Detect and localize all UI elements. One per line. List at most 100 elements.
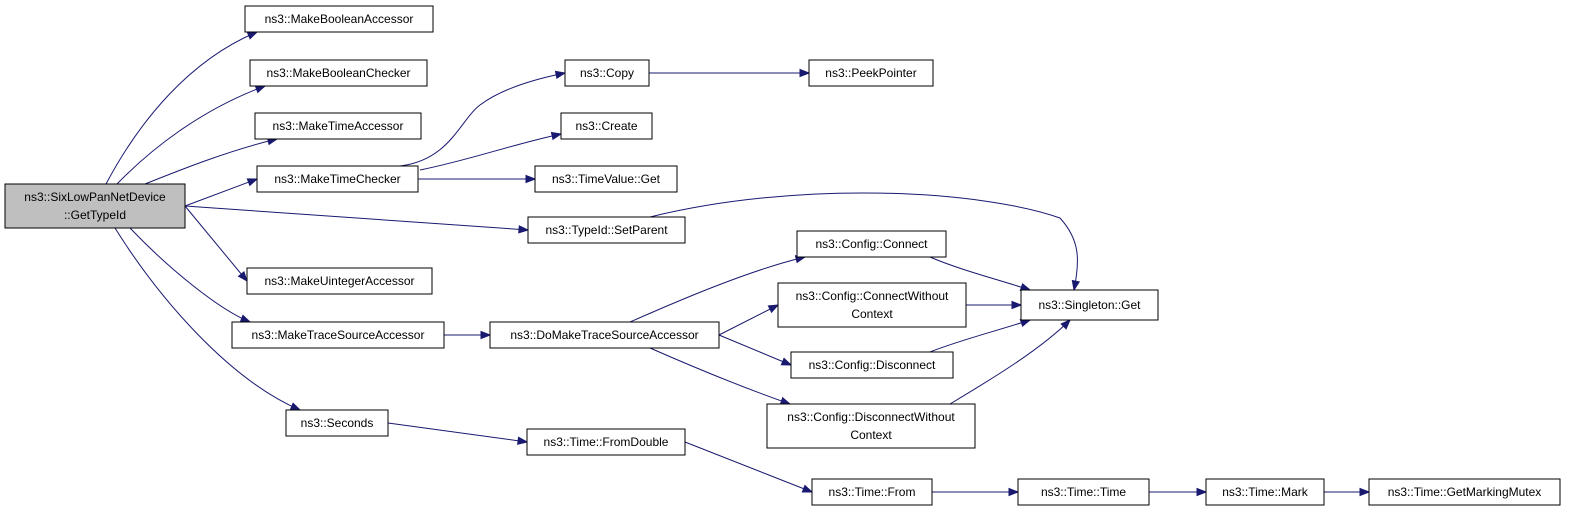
- node-box: [777, 282, 967, 328]
- arrow-root-to-make_boolean_checker: [254, 85, 267, 94]
- arrow-time_from-to-time_time: [1008, 487, 1020, 497]
- arrow-typeid_set_parent-to-singleton_get: [1071, 279, 1081, 292]
- arrow-copy-to-peek_pointer: [799, 68, 811, 78]
- node-label: ns3::Time::FromDouble: [544, 435, 669, 449]
- node-make-boolean-accessor[interactable]: ns3::MakeBooleanAccessor: [244, 5, 434, 33]
- node-label: ns3::DoMakeTraceSourceAccessor: [510, 328, 698, 342]
- node-do-make-trace-source-accessor[interactable]: ns3::DoMakeTraceSourceAccessor: [489, 321, 720, 349]
- node-make-time-checker[interactable]: ns3::MakeTimeChecker: [256, 165, 419, 193]
- node-time-value-get[interactable]: ns3::TimeValue::Get: [534, 165, 678, 193]
- arrow-time_mark-to-time_get_marking_mutex: [1359, 487, 1371, 497]
- node-box: [534, 165, 678, 193]
- node-box: [1020, 289, 1159, 321]
- arrow-make_time_checker-to-copy: [554, 70, 567, 80]
- node-peek-pointer[interactable]: ns3::PeekPointer: [808, 59, 934, 87]
- node-label: ns3::MakeBooleanAccessor: [265, 12, 414, 26]
- edge-do_make_trace_source_accessor-to-config_connect_without_context: [718, 304, 779, 336]
- node-make-trace-source-accessor[interactable]: ns3::MakeTraceSourceAccessor: [231, 321, 445, 349]
- node-label: ns3::Time::GetMarkingMutex: [1388, 485, 1542, 499]
- node-root: ns3::SixLowPanNetDevice::GetTypeId: [4, 183, 186, 229]
- edge-config_disconnect-to-singleton_get: [929, 319, 1031, 353]
- node-copy[interactable]: ns3::Copy: [564, 59, 650, 87]
- node-label: Context: [850, 428, 892, 442]
- node-box: [808, 59, 934, 87]
- node-time-from[interactable]: ns3::Time::From: [811, 478, 933, 506]
- node-config-disconnect[interactable]: ns3::Config::Disconnect: [790, 351, 954, 379]
- node-box: [527, 216, 686, 244]
- edge-make_time_checker-to-create: [419, 133, 562, 171]
- arrow-config_disconnect-to-singleton_get: [1019, 318, 1032, 328]
- arrow-root-to-make_boolean_accessor: [246, 31, 259, 40]
- node-time-from-double[interactable]: ns3::Time::FromDouble: [526, 428, 686, 456]
- node-label: ns3::Time::Time: [1041, 485, 1126, 499]
- arrow-time_from_double-to-time_from: [801, 484, 814, 493]
- node-box: [244, 5, 434, 33]
- node-box: [4, 183, 186, 229]
- arrow-time_time-to-time_mark: [1196, 487, 1208, 497]
- node-box: [249, 59, 428, 87]
- node-config-connect[interactable]: ns3::Config::Connect: [796, 230, 947, 258]
- arrow-do_make_trace_source_accessor-to-config_disconnect: [780, 357, 793, 366]
- edge-make_time_checker-to-copy: [399, 72, 566, 167]
- arrow-make_trace_source_accessor-to-do_make_trace_source_accessor: [480, 330, 492, 340]
- node-label: ns3::MakeUintegerAccessor: [264, 274, 414, 288]
- edge-root-to-make_uinteger_accessor: [184, 205, 248, 282]
- node-label: ns3::Singleton::Get: [1038, 298, 1141, 312]
- arrow-config_disconnect_without_context-to-singleton_get: [1060, 319, 1071, 330]
- node-label: ::GetTypeId: [64, 208, 126, 222]
- node-label: ns3::Time::From: [829, 485, 916, 499]
- node-label: ns3::Time::Mark: [1222, 485, 1309, 499]
- node-label: ns3::Config::Connect: [815, 237, 928, 251]
- node-make-time-accessor[interactable]: ns3::MakeTimeAccessor: [254, 112, 422, 140]
- node-box: [1017, 478, 1150, 506]
- node-box: [790, 351, 954, 379]
- node-label: ns3::Config::ConnectWithout: [796, 289, 949, 303]
- node-create[interactable]: ns3::Create: [560, 112, 653, 140]
- edge-time_from_double-to-time_from: [684, 441, 813, 493]
- edge-root-to-make_boolean_accessor: [105, 31, 258, 185]
- node-box: [246, 267, 433, 295]
- node-label: ns3::Config::DisconnectWithout: [787, 410, 955, 424]
- node-make-boolean-checker[interactable]: ns3::MakeBooleanChecker: [249, 59, 428, 87]
- node-box: [560, 112, 653, 140]
- edge-config_disconnect_without_context-to-singleton_get: [949, 319, 1071, 405]
- node-label: ns3::MakeTraceSourceAccessor: [252, 328, 425, 342]
- node-label: ns3::Seconds: [301, 416, 374, 430]
- edge-root-to-make_trace_source_accessor: [129, 227, 251, 323]
- edge-root-to-typeid_set_parent: [184, 205, 529, 231]
- node-box: [766, 403, 976, 449]
- node-time-mark[interactable]: ns3::Time::Mark: [1205, 478, 1325, 506]
- node-label: ns3::MakeTimeChecker: [274, 172, 400, 186]
- arrow-root-to-make_trace_source_accessor: [239, 314, 252, 323]
- node-time-get-marking-mutex[interactable]: ns3::Time::GetMarkingMutex: [1368, 478, 1561, 506]
- node-time-time[interactable]: ns3::Time::Time: [1017, 478, 1150, 506]
- node-typeid-set-parent[interactable]: ns3::TypeId::SetParent: [527, 216, 686, 244]
- edge-config_connect-to-singleton_get: [929, 256, 1031, 291]
- node-box: [1205, 478, 1325, 506]
- node-label: ns3::SixLowPanNetDevice: [24, 190, 166, 204]
- edge-root-to-make_time_checker: [184, 178, 258, 207]
- node-box: [254, 112, 422, 140]
- node-box: [285, 409, 389, 437]
- node-box: [256, 165, 419, 193]
- edge-typeid_set_parent-to-singleton_get: [649, 192, 1078, 291]
- node-label: ns3::TypeId::SetParent: [545, 223, 668, 237]
- arrow-root-to-make_time_checker: [246, 178, 259, 187]
- node-label: ns3::Copy: [580, 66, 634, 80]
- node-make-uinteger-accessor[interactable]: ns3::MakeUintegerAccessor: [246, 267, 433, 295]
- edge-do_make_trace_source_accessor-to-config_disconnect: [718, 334, 792, 366]
- node-box: [811, 478, 933, 506]
- arrow-root-to-typeid_set_parent: [518, 225, 530, 234]
- node-label: Context: [851, 307, 893, 321]
- node-box: [1368, 478, 1561, 506]
- arrow-make_time_checker-to-create: [550, 131, 563, 141]
- node-singleton-get[interactable]: ns3::Singleton::Get: [1020, 289, 1159, 321]
- node-label: ns3::MakeBooleanChecker: [266, 66, 410, 80]
- edge-do_make_trace_source_accessor-to-config_connect: [629, 256, 806, 323]
- node-seconds[interactable]: ns3::Seconds: [285, 409, 389, 437]
- node-label: ns3::TimeValue::Get: [552, 172, 661, 186]
- edge-root-to-make_time_accessor: [144, 138, 278, 185]
